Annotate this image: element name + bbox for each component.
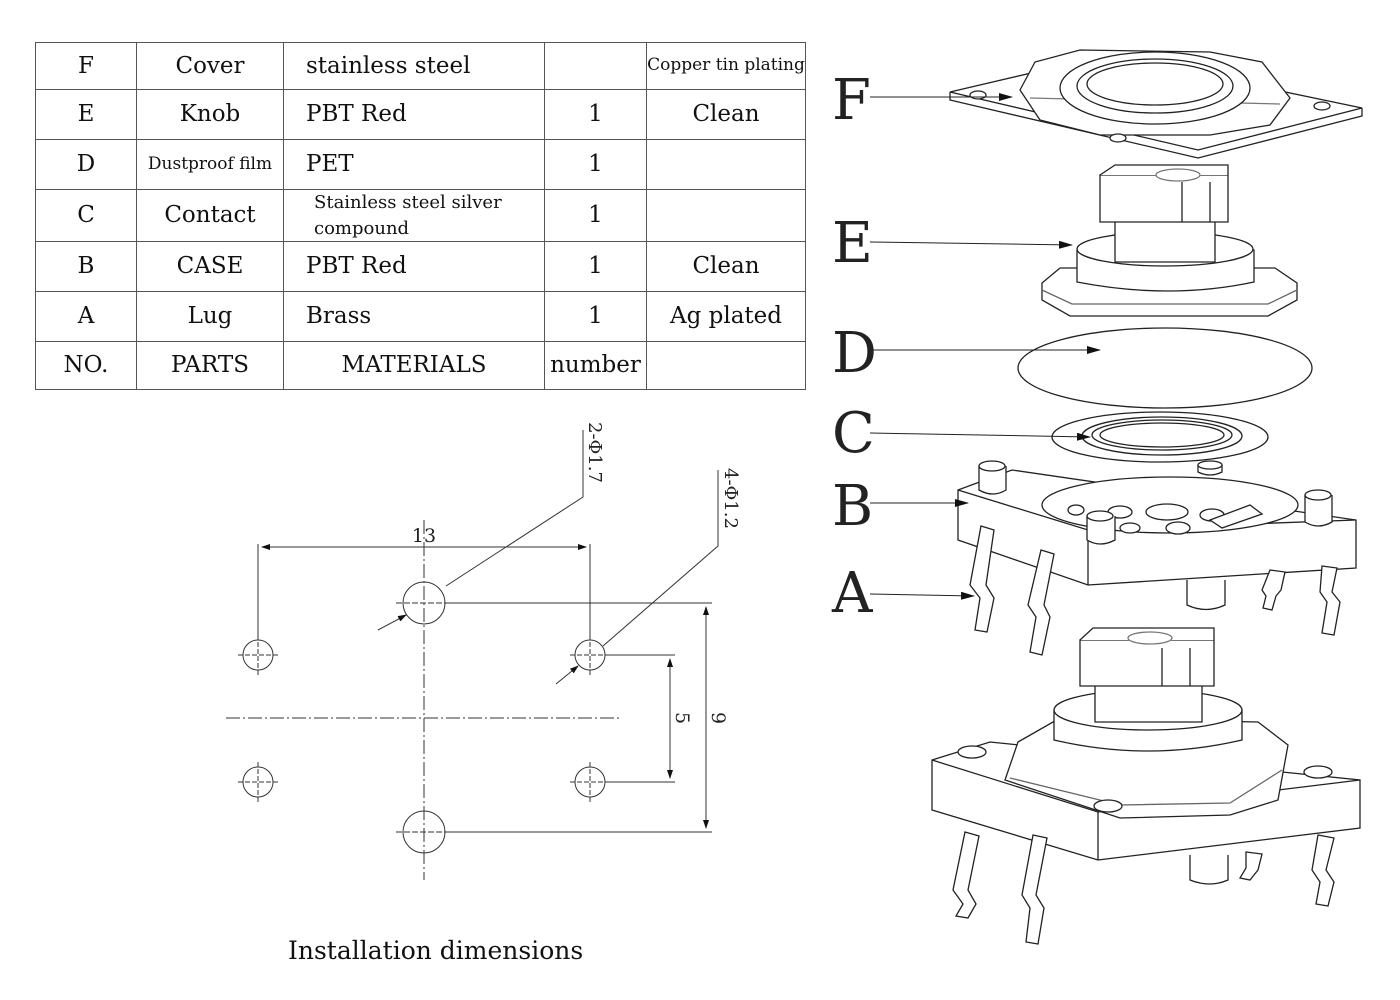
dimension-9 <box>446 602 712 833</box>
assembled-switch <box>931 627 1361 945</box>
part-note: Clean <box>646 241 806 292</box>
small-hole <box>570 762 610 802</box>
exploded-label-d: D <box>832 321 877 386</box>
leader-small-hole <box>555 470 719 685</box>
exploded-label-group: F E D C B A <box>831 68 877 626</box>
part-material: PET <box>283 139 545 190</box>
table-row: A Lug Brass 1 Ag plated <box>35 291 806 342</box>
table-row: B CASE PBT Red 1 Clean <box>35 241 806 292</box>
part-number: 1 <box>544 139 647 190</box>
bom-table: F Cover stainless steel Copper tin plati… <box>35 42 806 390</box>
small-hole-callout: 4-Φ1.2 <box>720 468 741 529</box>
part-note <box>646 139 806 190</box>
header-no: NO. <box>35 341 137 390</box>
exploded-label-e: E <box>832 211 873 276</box>
dimension-13 <box>257 544 591 640</box>
header-materials: MATERIALS <box>283 341 545 390</box>
part-name: Lug <box>136 291 284 342</box>
leader-c <box>869 432 1091 441</box>
exploded-leaders <box>869 93 1101 600</box>
large-hole-bottom <box>396 810 452 854</box>
part-number: 1 <box>544 89 647 140</box>
exploded-label-c: C <box>832 401 875 466</box>
part-c-contact <box>1051 411 1269 463</box>
dim-13-label: 13 <box>412 525 436 547</box>
part-e-knob <box>1041 164 1298 317</box>
part-no: C <box>35 189 137 242</box>
small-hole <box>570 635 610 675</box>
dim-9-label: 9 <box>707 712 729 724</box>
part-number: 1 <box>544 189 647 242</box>
large-hole-top <box>396 581 452 625</box>
part-note: Copper tin plating <box>646 42 806 90</box>
small-hole <box>238 762 278 802</box>
leader-e <box>869 240 1073 249</box>
large-hole-callout: 2-Φ1.7 <box>584 422 605 483</box>
header-number: number <box>544 341 647 390</box>
dimension-5 <box>605 654 675 783</box>
part-name: Cover <box>136 42 284 90</box>
table-header-row: NO. PARTS MATERIALS number <box>35 341 806 390</box>
header-parts: PARTS <box>136 341 284 390</box>
footprint-drawing <box>226 430 719 880</box>
part-name: Dustproof film <box>136 139 284 190</box>
leader-a <box>869 591 975 600</box>
table-row: C Contact Stainless steel silver compoun… <box>35 189 806 242</box>
exploded-label-f: F <box>832 68 871 133</box>
part-number: 1 <box>544 291 647 342</box>
part-material: PBT Red <box>283 89 545 140</box>
leader-large-hole <box>377 430 584 631</box>
part-a-lugs <box>969 525 1341 656</box>
part-name: Contact <box>136 189 284 242</box>
part-f-cover <box>949 49 1363 159</box>
part-no: F <box>35 42 137 90</box>
dim-5-label: 5 <box>671 712 693 724</box>
exploded-label-a: A <box>831 561 873 626</box>
part-note: Clean <box>646 89 806 140</box>
table-row: D Dustproof film PET 1 <box>35 139 806 190</box>
part-no: E <box>35 89 137 140</box>
exploded-view <box>931 49 1363 945</box>
header-note <box>646 341 806 390</box>
part-no: D <box>35 139 137 190</box>
part-d-film <box>1017 327 1313 409</box>
small-hole <box>238 635 278 675</box>
table-row: F Cover stainless steel Copper tin plati… <box>35 42 806 90</box>
exploded-label-b: B <box>832 474 873 539</box>
part-b-case <box>957 460 1357 611</box>
installation-caption: Installation dimensions <box>288 936 584 965</box>
part-material: PBT Red <box>283 241 545 292</box>
